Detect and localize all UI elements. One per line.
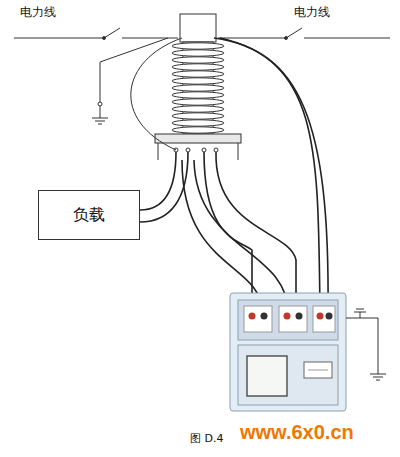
insulator-rib	[172, 113, 224, 119]
insulator-rib	[172, 78, 224, 84]
power-line-label: 电力线	[294, 4, 330, 21]
insulator-rib	[172, 127, 224, 133]
test-instrument	[230, 293, 346, 411]
insulator-rib	[172, 57, 224, 63]
load-label: 负载	[73, 205, 105, 226]
watermark: www.6x0.cn	[240, 421, 354, 444]
insulator-rib	[172, 92, 224, 98]
insulator-rib	[172, 50, 224, 56]
ground-wire-left	[92, 38, 182, 150]
insulator-rib	[172, 85, 224, 91]
insulator-rib	[172, 106, 224, 112]
power-line-label: 电力线	[20, 4, 56, 21]
insulator-rib	[172, 71, 224, 77]
insulator-rib	[172, 43, 224, 49]
load-box: 负载	[38, 190, 140, 240]
current-transformer	[155, 14, 241, 160]
insulator-rib	[172, 64, 224, 70]
test-leads	[140, 38, 328, 312]
figure-caption: 图 D.4	[190, 431, 223, 446]
insulator-rib	[172, 120, 224, 126]
insulator-rib	[172, 99, 224, 105]
ground-wire-right	[346, 309, 386, 380]
